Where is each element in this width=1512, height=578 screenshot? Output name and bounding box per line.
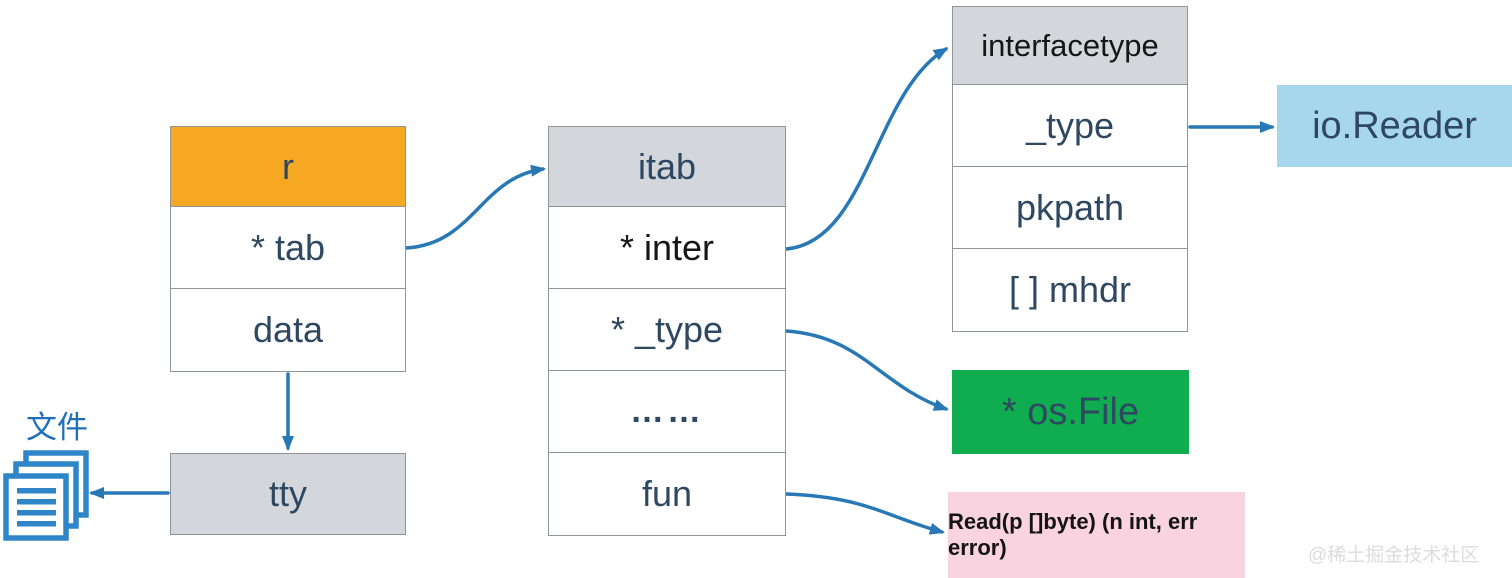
itab-row-ellipsis: …… — [549, 371, 785, 453]
watermark: @稀土掘金技术社区 — [1308, 545, 1480, 566]
interfacetype-table-header: interfacetype — [953, 7, 1187, 85]
file-line — [17, 510, 56, 516]
arrow-inter-to-interfacetype — [784, 47, 949, 251]
tty-box: tty — [170, 453, 406, 535]
os-file-box: * os.File — [952, 370, 1189, 454]
interfacetype-row-pkpath: pkpath — [953, 167, 1187, 249]
arrow-tab-to-itab — [404, 164, 546, 250]
interfacetype-table: interfacetype _type pkpath [ ] mhdr — [952, 6, 1188, 332]
r-row-data: data — [252, 309, 324, 350]
r-table-header: r — [171, 127, 405, 207]
itab-table: itab * inter * _type …… fun — [548, 126, 786, 536]
r-row-tab: * tab — [171, 207, 405, 289]
interfacetype-row-mhdr: [ ] mhdr — [1008, 269, 1132, 310]
arrow-fun-to-read — [784, 492, 945, 535]
io-reader-box: io.Reader — [1277, 85, 1512, 167]
arrow-type-to-osfile — [784, 329, 949, 411]
file-line — [17, 521, 56, 527]
file-page-front — [3, 473, 69, 541]
file-label: 文件 — [26, 410, 88, 445]
interfacetype-row-type: _type — [953, 85, 1187, 167]
file-line — [17, 488, 56, 494]
itab-table-header: itab — [549, 127, 785, 207]
itab-row-type: * _type — [549, 289, 785, 371]
file-stack-icon — [3, 450, 89, 541]
itab-row-inter: * inter — [549, 207, 785, 289]
read-signature-box: Read(p []byte) (n int, err error) — [948, 492, 1245, 578]
itab-row-fun: fun — [641, 473, 693, 514]
r-table: r * tab data — [170, 126, 406, 372]
file-line — [17, 499, 56, 505]
